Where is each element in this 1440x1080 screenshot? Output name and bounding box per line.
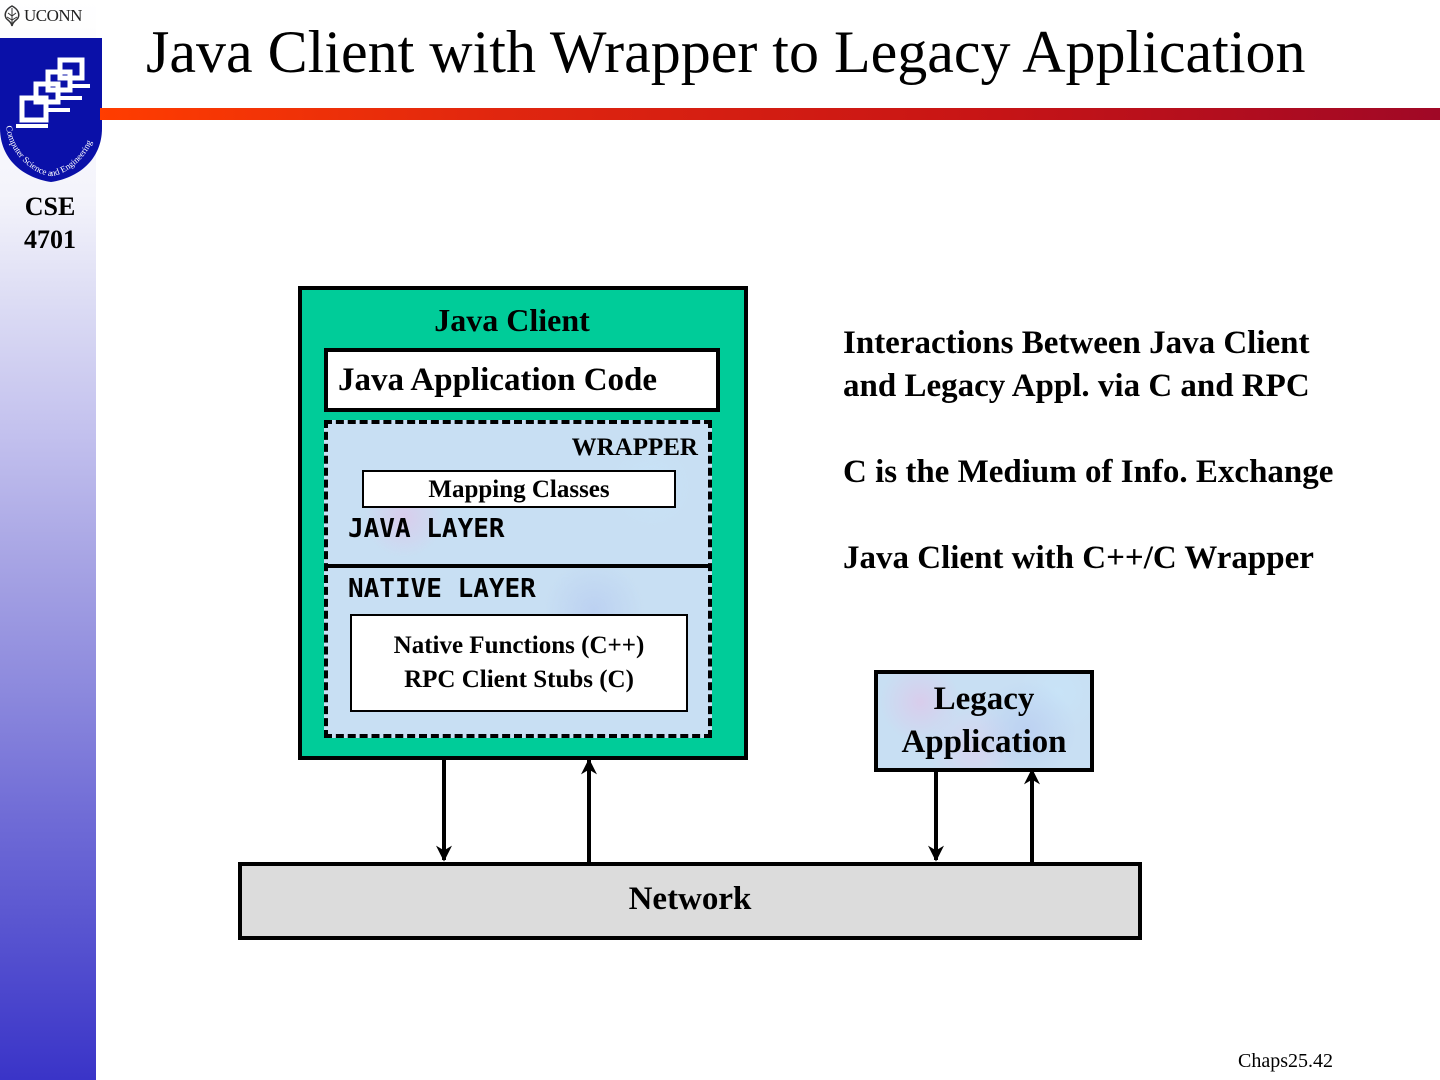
native-layer-label: NATIVE LAYER: [348, 574, 536, 604]
rpc-client-stubs-label: RPC Client Stubs (C): [404, 666, 634, 693]
course-label: CSE 4701: [0, 190, 100, 256]
uconn-logo: UCONN: [2, 4, 102, 28]
native-functions-label: Native Functions (C++): [393, 632, 645, 659]
layer-divider: [328, 564, 708, 568]
notes-text: Interactions Between Java Client and Leg…: [843, 322, 1333, 580]
slide-title: Java Client with Wrapper to Legacy Appli…: [146, 19, 1306, 85]
legacy-application-box: Legacy Application: [874, 670, 1094, 772]
java-client-box: Java Client Java Application Code WRAPPE…: [298, 286, 748, 760]
java-application-code-box: Java Application Code: [324, 348, 720, 412]
native-functions-box: Native Functions (C++) RPC Client Stubs …: [350, 614, 688, 712]
course-number: 4701: [24, 225, 76, 254]
java-client-label: Java Client: [434, 302, 590, 338]
note-line: Interactions Between Java Client: [843, 325, 1310, 361]
slide-footer: Chaps25.42: [1238, 1050, 1333, 1072]
network-box: Network: [238, 862, 1142, 940]
uconn-logo-text: UCONN: [24, 6, 82, 25]
note-line: and Legacy Appl. via C and RPC: [843, 368, 1310, 404]
course-code: CSE: [24, 192, 76, 221]
mapping-classes-box: Mapping Classes: [362, 470, 676, 508]
sidebar: UCONN Computer Science and Engineering C…: [0, 0, 102, 1080]
oak-leaf-icon: [4, 5, 20, 27]
java-layer-label: JAVA LAYER: [348, 514, 505, 544]
legacy-label-line1: Legacy: [933, 681, 1035, 717]
cse-shield-logo: Computer Science and Engineering: [0, 38, 102, 182]
wrapper-box: WRAPPER Mapping Classes JAVA LAYER NATIV…: [324, 420, 712, 738]
legacy-label-line2: Application: [901, 724, 1067, 760]
note-line: Java Client with C++/C Wrapper: [843, 540, 1314, 576]
note-line: C is the Medium of Info. Exchange: [843, 454, 1334, 490]
title-accent-bar: [100, 108, 1440, 120]
wrapper-label: WRAPPER: [571, 434, 698, 461]
